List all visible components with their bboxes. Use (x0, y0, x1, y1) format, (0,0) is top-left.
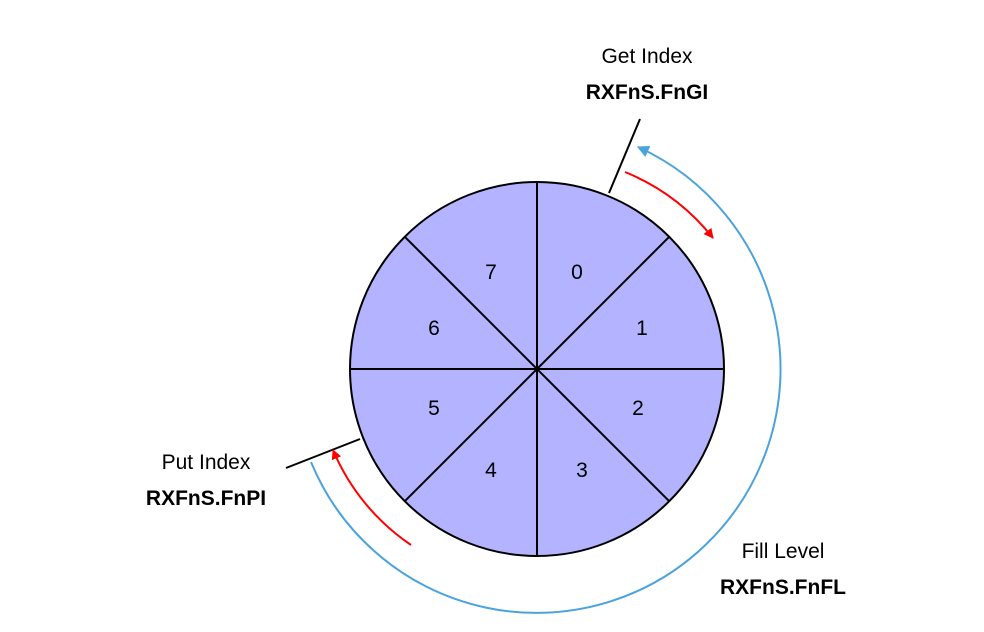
put-index-register: RXFnS.FnPI (146, 487, 266, 510)
put-index-label: Put Index (162, 451, 251, 474)
ring-buffer: 0 1 2 3 4 5 6 7 (349, 181, 725, 557)
put-index-advance-arrow (331, 449, 412, 546)
divider-diagonal-b (404, 236, 670, 502)
put-index-pointer (285, 438, 361, 469)
segment-label-6: 6 (428, 317, 440, 340)
segment-label-2: 2 (632, 397, 644, 420)
segment-label-7: 7 (485, 261, 497, 284)
segment-label-4: 4 (485, 459, 497, 482)
fill-level-arc (310, 146, 782, 614)
get-index-register: RXFnS.FnGI (586, 81, 709, 104)
get-index-label: Get Index (601, 45, 693, 68)
segment-label-5: 5 (428, 397, 440, 420)
get-index-advance-arrow (624, 171, 714, 239)
fill-level-register: RXFnS.FnFL (720, 576, 846, 599)
segment-label-1: 1 (636, 317, 648, 340)
segment-label-3: 3 (576, 459, 588, 482)
segment-label-0: 0 (571, 261, 583, 284)
fill-level-label: Fill Level (742, 540, 825, 563)
get-index-pointer (608, 118, 641, 194)
